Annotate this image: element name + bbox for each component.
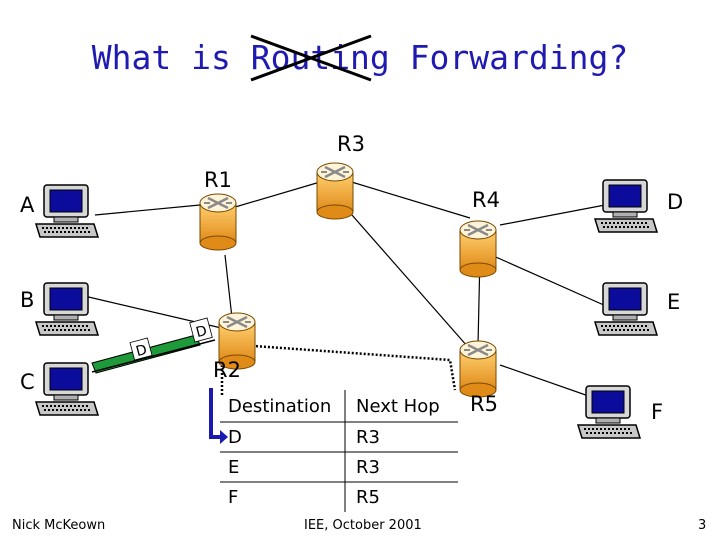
packet-label-box-router	[189, 317, 213, 343]
host-label-c: C	[20, 370, 35, 394]
host-e	[594, 282, 658, 336]
slide-title: What is Routing Forwarding?	[0, 34, 720, 82]
dotted-line-across	[239, 343, 457, 391]
router-label-r2: R2	[213, 358, 241, 382]
host-f	[577, 385, 641, 439]
lookup-lines	[220, 343, 457, 395]
packet-label-router: D	[194, 323, 209, 341]
link-r1-r2	[224, 254, 233, 319]
packet-label-box-link	[129, 337, 153, 361]
router-r3	[315, 161, 355, 221]
router-label-r3: R3	[337, 132, 365, 156]
lookup-arrow	[209, 388, 228, 444]
router-r5	[458, 339, 498, 399]
host-label-d: D	[667, 190, 684, 214]
router-label-r1: R1	[204, 168, 232, 192]
network-links	[79, 179, 616, 401]
router-r4	[458, 219, 498, 279]
link-r4-e	[479, 249, 616, 311]
forwarding-table-grid	[220, 390, 458, 512]
footer-author: Nick McKeown	[12, 518, 106, 533]
table-header-next-hop: Next Hop	[356, 396, 440, 417]
router-label-r5: R5	[470, 392, 498, 416]
link-r3-r5	[329, 189, 476, 356]
strike-cross-icon	[250, 34, 372, 82]
link-r1-r3	[224, 181, 321, 211]
title-struck-word: Routing	[250, 34, 390, 82]
table-cell-dest: F	[228, 487, 239, 508]
host-b	[35, 282, 99, 336]
router-label-r4: R4	[472, 188, 500, 212]
link-r5-f	[499, 364, 601, 401]
host-a	[35, 184, 99, 238]
host-label-f: F	[651, 400, 664, 424]
packet-label-link: D	[134, 342, 149, 360]
packet: D D	[91, 317, 216, 374]
link-a-r1	[94, 204, 201, 216]
table-cell-next-hop: R3	[356, 427, 380, 448]
host-label-a: A	[20, 193, 35, 217]
table-cell-next-hop: R3	[356, 457, 380, 478]
table-cell-dest: E	[228, 457, 240, 478]
host-c	[35, 362, 99, 416]
footer-venue: IEE, October 2001	[304, 518, 422, 533]
title-prefix: What is	[91, 38, 251, 77]
table-cell-next-hop: R5	[356, 487, 380, 508]
router-r1	[198, 192, 238, 252]
table-header-destination: Destination	[228, 396, 332, 417]
footer-page-number: 3	[698, 518, 707, 533]
host-label-e: E	[667, 290, 681, 314]
title-suffix: Forwarding?	[389, 38, 629, 77]
link-r3-r4	[344, 179, 471, 219]
link-r4-d	[499, 204, 606, 226]
host-d	[594, 179, 658, 233]
table-cell-dest: D	[228, 427, 242, 448]
host-label-b: B	[20, 288, 35, 312]
